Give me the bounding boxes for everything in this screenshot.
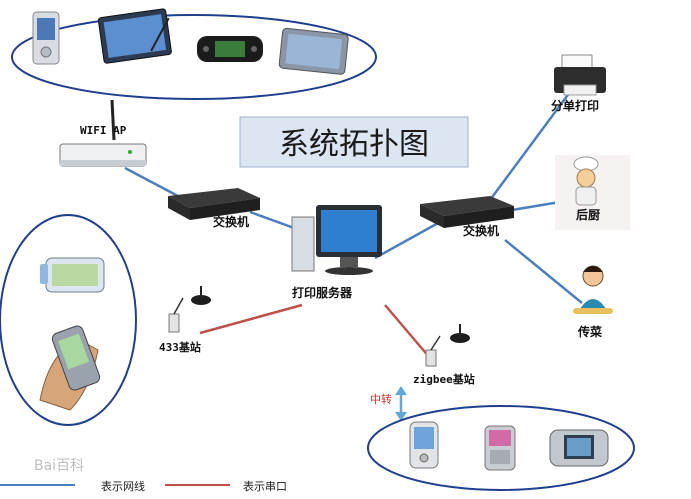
link-server-433 <box>199 303 303 335</box>
base-433-label: 433基站 <box>159 340 201 354</box>
tablet-pc-icon <box>278 27 349 75</box>
switch-right-label: 交换机 <box>463 223 499 238</box>
switch-left-icon <box>168 188 260 220</box>
pda-terminal-icon <box>409 421 439 469</box>
pda-device-icon <box>32 11 60 65</box>
tablet-stylus-icon <box>97 8 172 64</box>
back-kitchen-label: 后厨 <box>576 207 600 222</box>
serial-links <box>199 303 431 359</box>
watermark-logo: Bai百科 <box>34 458 84 474</box>
chef-icon <box>573 156 599 206</box>
legend-network-label: 表示网线 <box>101 479 145 493</box>
link-switch-right-printer <box>488 91 572 201</box>
handheld-console-icon <box>197 36 263 62</box>
wristband-reader-icon <box>40 257 105 293</box>
bottom-device-group <box>367 405 635 491</box>
link-server-switch-right <box>374 220 441 260</box>
handheld-terminal-icon <box>549 429 609 467</box>
print-server-label: 打印服务器 <box>292 285 353 300</box>
mobile-phone-icon <box>484 425 516 471</box>
top-device-group <box>11 14 377 100</box>
runner-label: 传菜 <box>577 324 602 339</box>
split-printer-label: 分单打印 <box>551 98 599 113</box>
switch-left-label: 交换机 <box>213 214 249 229</box>
printer-icon <box>554 54 606 96</box>
relay-label: 中转 <box>370 392 392 406</box>
base-433-icon <box>168 286 211 333</box>
wifi-router-icon <box>59 99 147 167</box>
base-zigbee-icon <box>425 324 470 367</box>
relay-arrow-icon <box>395 386 407 421</box>
left-device-group <box>0 214 137 426</box>
base-zigbee-label: zigbee基站 <box>413 372 475 386</box>
waitress-icon <box>573 265 613 314</box>
hand-pda-icon <box>39 325 101 411</box>
legend-serial-label: 表示串口 <box>243 479 287 493</box>
print-server-icon <box>291 205 382 275</box>
wifi-ap-label: WIFI AP <box>80 124 127 137</box>
link-switch-right-runner <box>504 239 583 304</box>
legend: 表示网线 表示串口 <box>0 479 287 493</box>
title-box <box>239 116 469 168</box>
diagram-title: 系统拓扑图 <box>279 127 429 162</box>
link-server-zigbee <box>384 304 431 359</box>
switch-right-icon <box>420 196 514 228</box>
